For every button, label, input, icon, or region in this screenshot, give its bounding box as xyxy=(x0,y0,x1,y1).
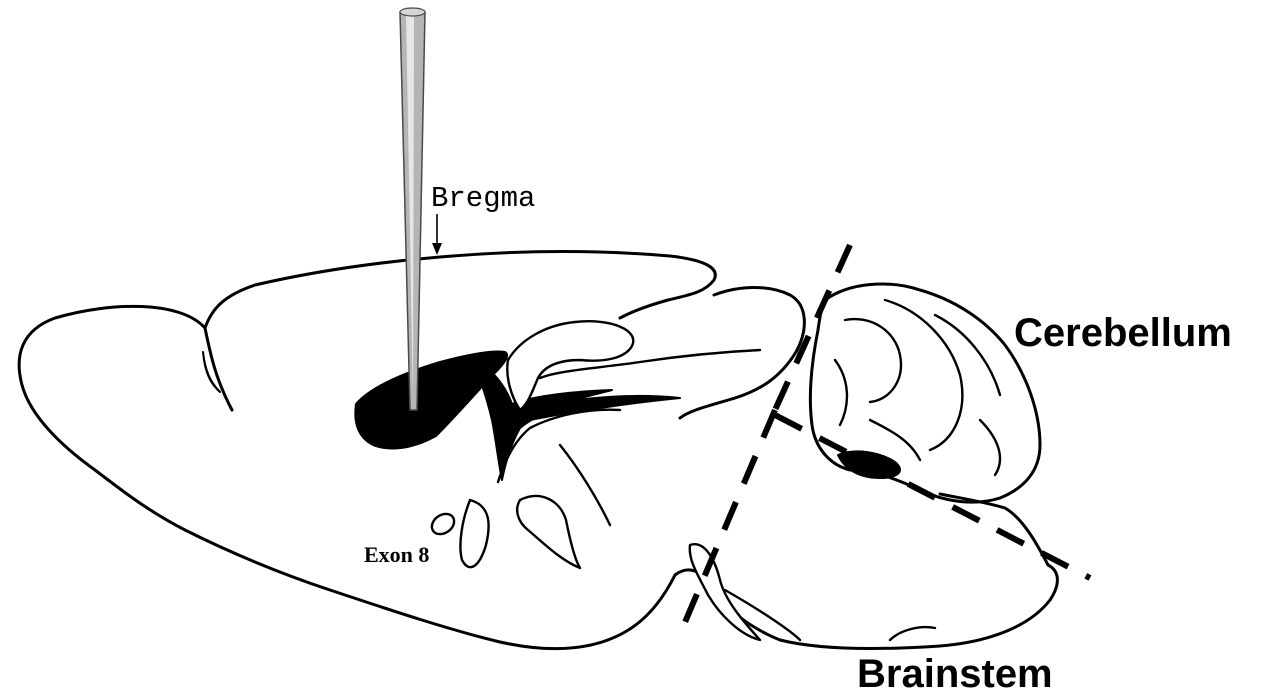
exon8-marker xyxy=(428,510,458,539)
pipette-top xyxy=(400,8,425,16)
brainstem-label: Brainstem xyxy=(857,652,1053,696)
fornix-curve xyxy=(560,445,610,525)
ventricle-horn xyxy=(470,358,612,480)
cerebellum-fissure-2 xyxy=(885,300,962,450)
cortex-outline xyxy=(205,252,715,328)
hypothalamus-curve xyxy=(460,500,488,567)
pipette-icon xyxy=(400,8,425,410)
down-arrow-icon xyxy=(432,214,442,255)
exon8-label: Exon 8 xyxy=(364,542,429,567)
cerebellum-outline xyxy=(810,284,1040,502)
cerebellum-fissure-5 xyxy=(835,360,847,425)
anterior-commissure xyxy=(517,496,580,568)
colliculus-outline xyxy=(680,288,804,419)
cerebellum-fissure-3 xyxy=(935,315,1000,395)
bregma-label: Bregma xyxy=(431,182,535,215)
ventral-bump xyxy=(890,627,935,640)
cerebellum-fissure-1 xyxy=(845,319,901,402)
cut-line-anterior-cerebellum xyxy=(775,245,850,410)
cut-line-cerebellum-brainstem xyxy=(775,415,1090,578)
cerebellum-label: Cerebellum xyxy=(1014,311,1232,355)
cerebellum-fissure-4 xyxy=(980,420,1000,475)
